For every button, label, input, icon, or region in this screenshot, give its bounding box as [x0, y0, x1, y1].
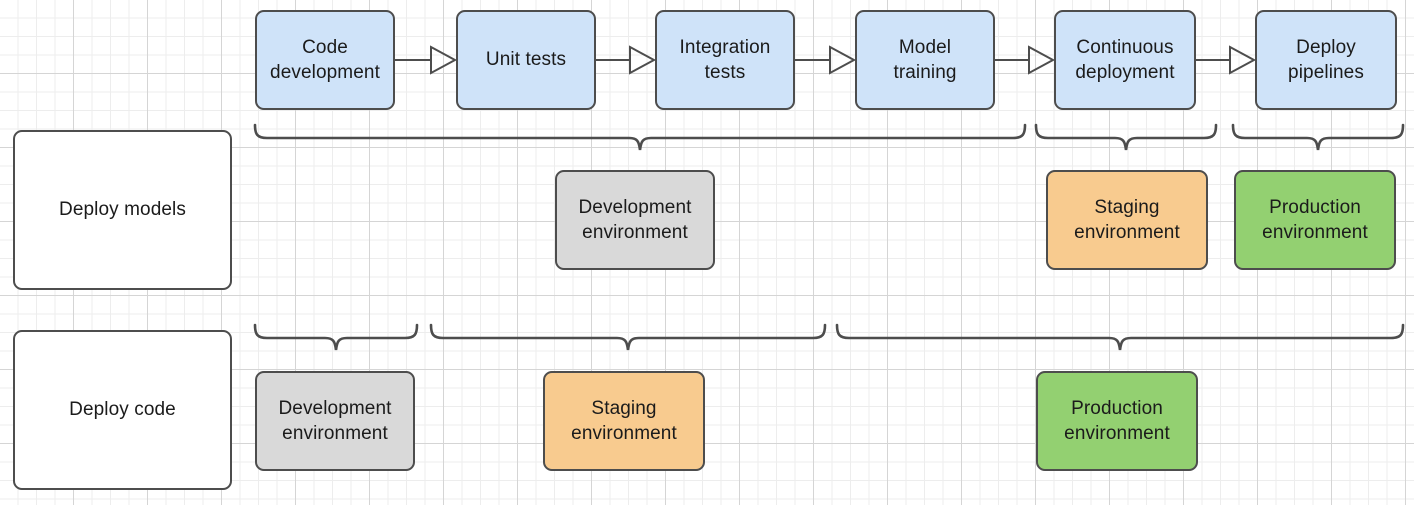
lane-label-deploy-models[interactable]: Deploy models	[13, 130, 232, 290]
lane-label-deploy-code[interactable]: Deploy code	[13, 330, 232, 490]
arrow-right-open-triangle-icon	[795, 44, 857, 76]
arrow-right-open-triangle-icon	[995, 44, 1056, 76]
environment-production-env-code[interactable]: Production environment	[1036, 371, 1198, 471]
environment-dev-env-code[interactable]: Development environment	[255, 371, 415, 471]
arrow-right-open-triangle-icon	[596, 44, 657, 76]
pipeline-step-deploy-pipelines[interactable]: Deploy pipelines	[1255, 10, 1397, 110]
arrow-right-open-triangle-icon	[1196, 44, 1257, 76]
environment-staging-env-code[interactable]: Staging environment	[543, 371, 705, 471]
environment-production-env-models[interactable]: Production environment	[1234, 170, 1396, 270]
pipeline-step-code-development[interactable]: Code development	[255, 10, 395, 110]
curly-brace-down-icon	[1231, 123, 1405, 154]
pipeline-step-model-training[interactable]: Model training	[855, 10, 995, 110]
curly-brace-down-icon	[253, 323, 419, 354]
curly-brace-down-icon	[1034, 123, 1218, 154]
curly-brace-down-icon	[429, 323, 827, 354]
curly-brace-down-icon	[253, 123, 1027, 154]
environment-staging-env-models[interactable]: Staging environment	[1046, 170, 1208, 270]
pipeline-step-unit-tests[interactable]: Unit tests	[456, 10, 596, 110]
pipeline-step-continuous-deployment[interactable]: Continuous deployment	[1054, 10, 1196, 110]
curly-brace-down-icon	[835, 323, 1405, 354]
arrow-right-open-triangle-icon	[395, 44, 458, 76]
pipeline-step-integration-tests[interactable]: Integration tests	[655, 10, 795, 110]
environment-dev-env-models[interactable]: Development environment	[555, 170, 715, 270]
